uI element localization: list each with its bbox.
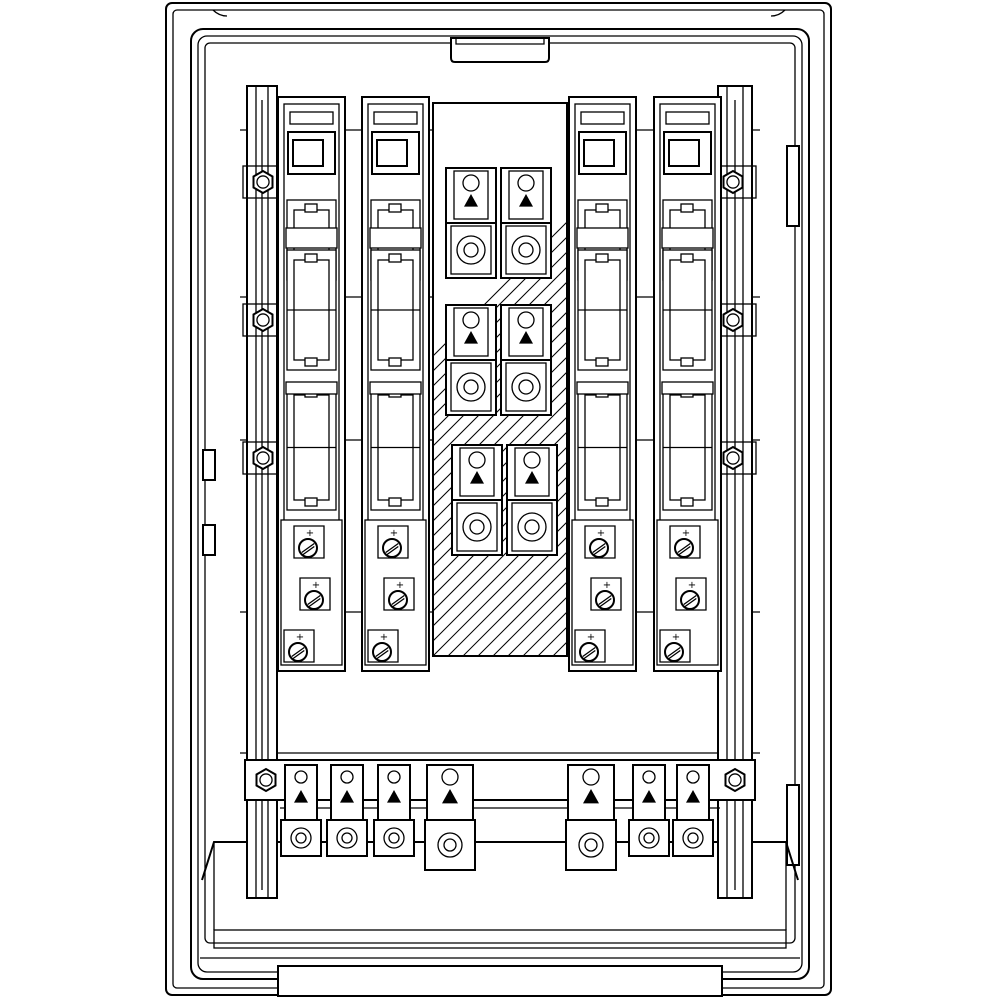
fuse-holder [662, 249, 713, 371]
fuse-holder [577, 249, 628, 371]
terminal-clamp-group: + + + [280, 519, 343, 666]
bottom-terminal-block [244, 759, 756, 871]
cable-lug [445, 304, 497, 416]
cable-lug [451, 444, 503, 556]
fuse-holder [662, 384, 713, 511]
svg-text:+: + [306, 528, 314, 539]
hex-bolt-icon [722, 445, 744, 471]
bottom-lug [280, 764, 322, 857]
screw-icon [298, 538, 318, 558]
bottom-foot [200, 841, 800, 997]
svg-text:+: + [390, 528, 398, 539]
terminal-clamp: + [367, 629, 399, 663]
terminal-clamp-group: + + + [364, 519, 427, 666]
bottom-lug [373, 764, 415, 857]
terminal-clamp: + [377, 525, 409, 559]
cable-lug [445, 167, 497, 279]
screw-icon [680, 590, 700, 610]
fuse-switch-unit: + + + [653, 96, 722, 672]
svg-text:+: + [296, 632, 304, 643]
hinges [202, 145, 800, 866]
triangle-icon [442, 789, 458, 804]
triangle-icon [583, 789, 599, 804]
triangle-icon [519, 194, 533, 207]
screw-icon [382, 538, 402, 558]
screw-icon [372, 642, 392, 662]
hex-bolt-icon [252, 445, 274, 471]
bottom-lug [326, 764, 368, 857]
svg-text:+: + [312, 580, 320, 591]
bottom-lug [672, 764, 714, 857]
triangle-icon [464, 194, 478, 207]
cable-lug [500, 167, 552, 279]
svg-text:+: + [682, 528, 690, 539]
triangle-icon [387, 790, 401, 803]
fuse-switch-unit: + + + [361, 96, 430, 672]
ring-terminal [326, 819, 368, 857]
svg-text:+: + [597, 528, 605, 539]
terminal-clamp: + [283, 629, 315, 663]
bottom-lug [565, 764, 617, 871]
triangle-icon [525, 471, 539, 484]
terminal-clamp-group: + + + [571, 519, 634, 666]
fuse-switch-unit: + + + [568, 96, 637, 672]
triangle-icon [470, 471, 484, 484]
cable-lug [500, 304, 552, 416]
svg-text:+: + [396, 580, 404, 591]
svg-text:+: + [688, 580, 696, 591]
hex-bolt-icon [722, 307, 744, 333]
hex-bolt-icon [722, 169, 744, 195]
fuse-holder [286, 384, 337, 511]
triangle-icon [519, 331, 533, 344]
triangle-icon [340, 790, 354, 803]
terminal-clamp: + [299, 577, 331, 611]
triangle-icon [294, 790, 308, 803]
screw-icon [579, 642, 599, 662]
svg-text:+: + [587, 632, 595, 643]
terminal-clamp: + [659, 629, 691, 663]
hex-bolt-icon [255, 767, 277, 793]
fuse-holder [370, 384, 421, 511]
fuse-switch-unit: + + + [277, 96, 346, 672]
screw-icon [664, 642, 684, 662]
ring-terminal [424, 819, 476, 871]
bottom-lug [628, 764, 670, 857]
terminal-clamp: + [669, 525, 701, 559]
ring-terminal [373, 819, 415, 857]
screw-icon [595, 590, 615, 610]
hex-bolt-icon [252, 169, 274, 195]
terminal-clamp: + [675, 577, 707, 611]
ring-terminal [672, 819, 714, 857]
terminal-clamp: + [383, 577, 415, 611]
fuse-holder [286, 249, 337, 371]
terminal-clamp: + [590, 577, 622, 611]
svg-text:+: + [380, 632, 388, 643]
hex-bolt-icon [252, 307, 274, 333]
fuse-holder [577, 384, 628, 511]
terminal-clamp: + [574, 629, 606, 663]
hex-bolt-icon [724, 767, 746, 793]
svg-text:+: + [603, 580, 611, 591]
terminal-clamp: + [584, 525, 616, 559]
screw-icon [674, 538, 694, 558]
screw-icon [388, 590, 408, 610]
screw-icon [304, 590, 324, 610]
triangle-icon [642, 790, 656, 803]
top-latch [450, 37, 550, 63]
ring-terminal [280, 819, 322, 857]
fuse-holder [370, 249, 421, 371]
cable-lug [506, 444, 558, 556]
terminal-clamp: + [293, 525, 325, 559]
triangle-icon [686, 790, 700, 803]
triangle-icon [464, 331, 478, 344]
ring-terminal [628, 819, 670, 857]
terminal-clamp-group: + + + [656, 519, 719, 666]
screw-icon [589, 538, 609, 558]
screw-icon [288, 642, 308, 662]
bottom-lug [424, 764, 476, 871]
busbar-panel [432, 102, 568, 657]
svg-text:+: + [672, 632, 680, 643]
ring-terminal [565, 819, 617, 871]
